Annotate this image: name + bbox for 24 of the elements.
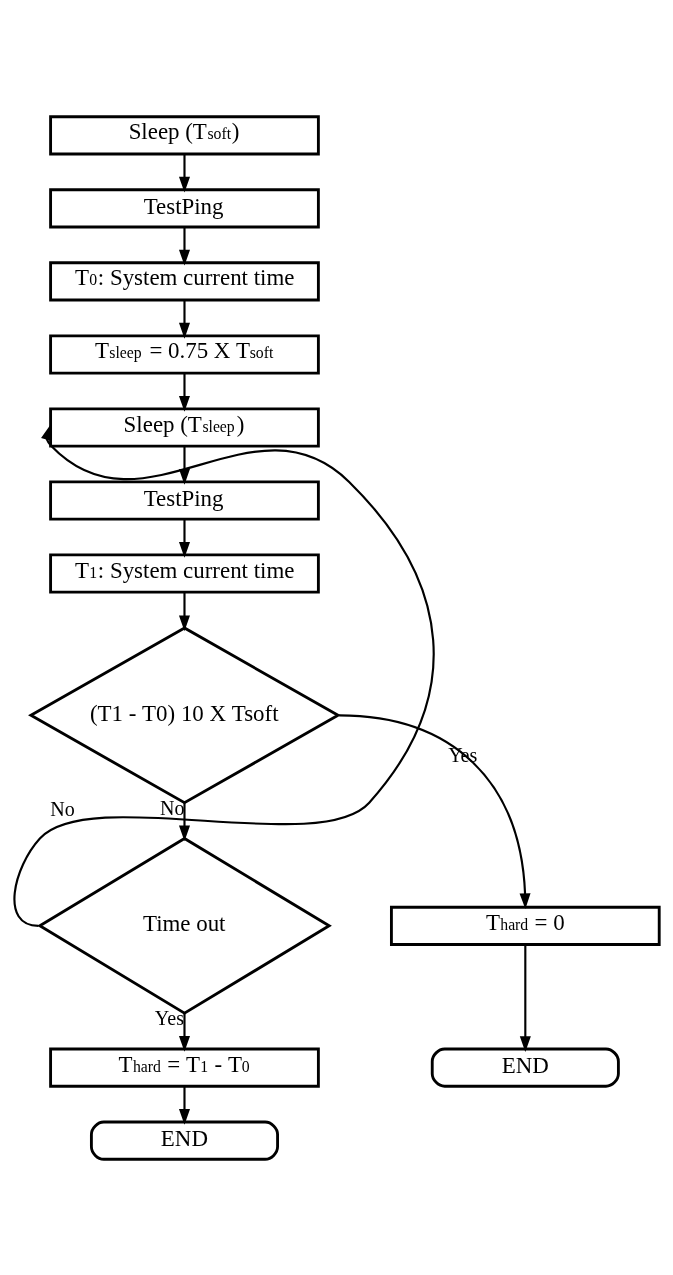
node-box: Tsleep = 0.75 X Tsoft — [49, 333, 320, 374]
node-box: END — [430, 1047, 620, 1088]
arrow — [178, 445, 190, 485]
node-box: END — [89, 1120, 279, 1161]
arrow — [519, 944, 531, 1052]
arrow — [178, 802, 190, 841]
node-box: TestPing — [49, 187, 320, 228]
node-box: T0: System current time — [49, 260, 320, 301]
arrow — [178, 592, 190, 631]
node-box: Sleep (Tsoft) — [49, 114, 320, 155]
arrow — [178, 226, 190, 266]
arrow — [178, 299, 190, 339]
node-box: Sleep (Tsleep) — [49, 406, 320, 448]
arrow — [178, 372, 190, 412]
node-box: Thard = 0 — [390, 905, 661, 946]
arrow — [178, 518, 190, 558]
arrow — [178, 1085, 190, 1125]
node-box: T1: System current time — [49, 553, 320, 594]
arrow — [178, 1012, 190, 1052]
arrow — [178, 153, 190, 193]
node-box: TestPing — [49, 479, 320, 521]
arrow — [339, 713, 531, 909]
node-box: Thard = T1 - T0 — [49, 1047, 320, 1088]
arrow — [13, 423, 435, 927]
